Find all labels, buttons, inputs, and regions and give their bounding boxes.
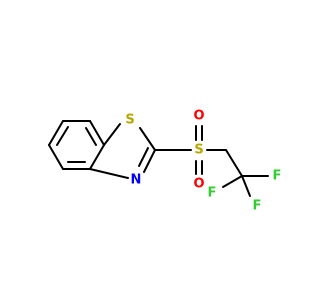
atom-f3: F bbox=[253, 199, 262, 214]
bond-ring-3 bbox=[89, 120, 105, 146]
bond-c2-n bbox=[143, 149, 156, 173]
atom-s1: S bbox=[125, 113, 134, 128]
bond-n-c3a bbox=[89, 168, 129, 179]
bond-ring-4 bbox=[89, 144, 105, 170]
molecule-structure: S N S O O F F F bbox=[48, 109, 282, 214]
atom-o2: O bbox=[193, 177, 204, 192]
bond-c-f3 bbox=[241, 175, 251, 197]
bond-ch2-cf3 bbox=[225, 149, 243, 177]
atom-s2: S bbox=[194, 143, 203, 158]
atom-n1: N bbox=[131, 173, 142, 188]
atom-f1: F bbox=[273, 169, 282, 184]
bond-s1-c2 bbox=[139, 127, 156, 151]
bond-c2-n-double bbox=[138, 147, 149, 167]
bond-ring-3-inner bbox=[85, 127, 97, 146]
atom-f2: F bbox=[208, 186, 217, 201]
bond-ring-1 bbox=[48, 120, 64, 146]
bond-c7a-s1 bbox=[103, 123, 121, 146]
bond-ring-6 bbox=[48, 144, 64, 170]
atom-o1: O bbox=[193, 109, 204, 124]
bond-ring-1-inner bbox=[56, 126, 69, 146]
bond-c-f2 bbox=[222, 175, 243, 188]
